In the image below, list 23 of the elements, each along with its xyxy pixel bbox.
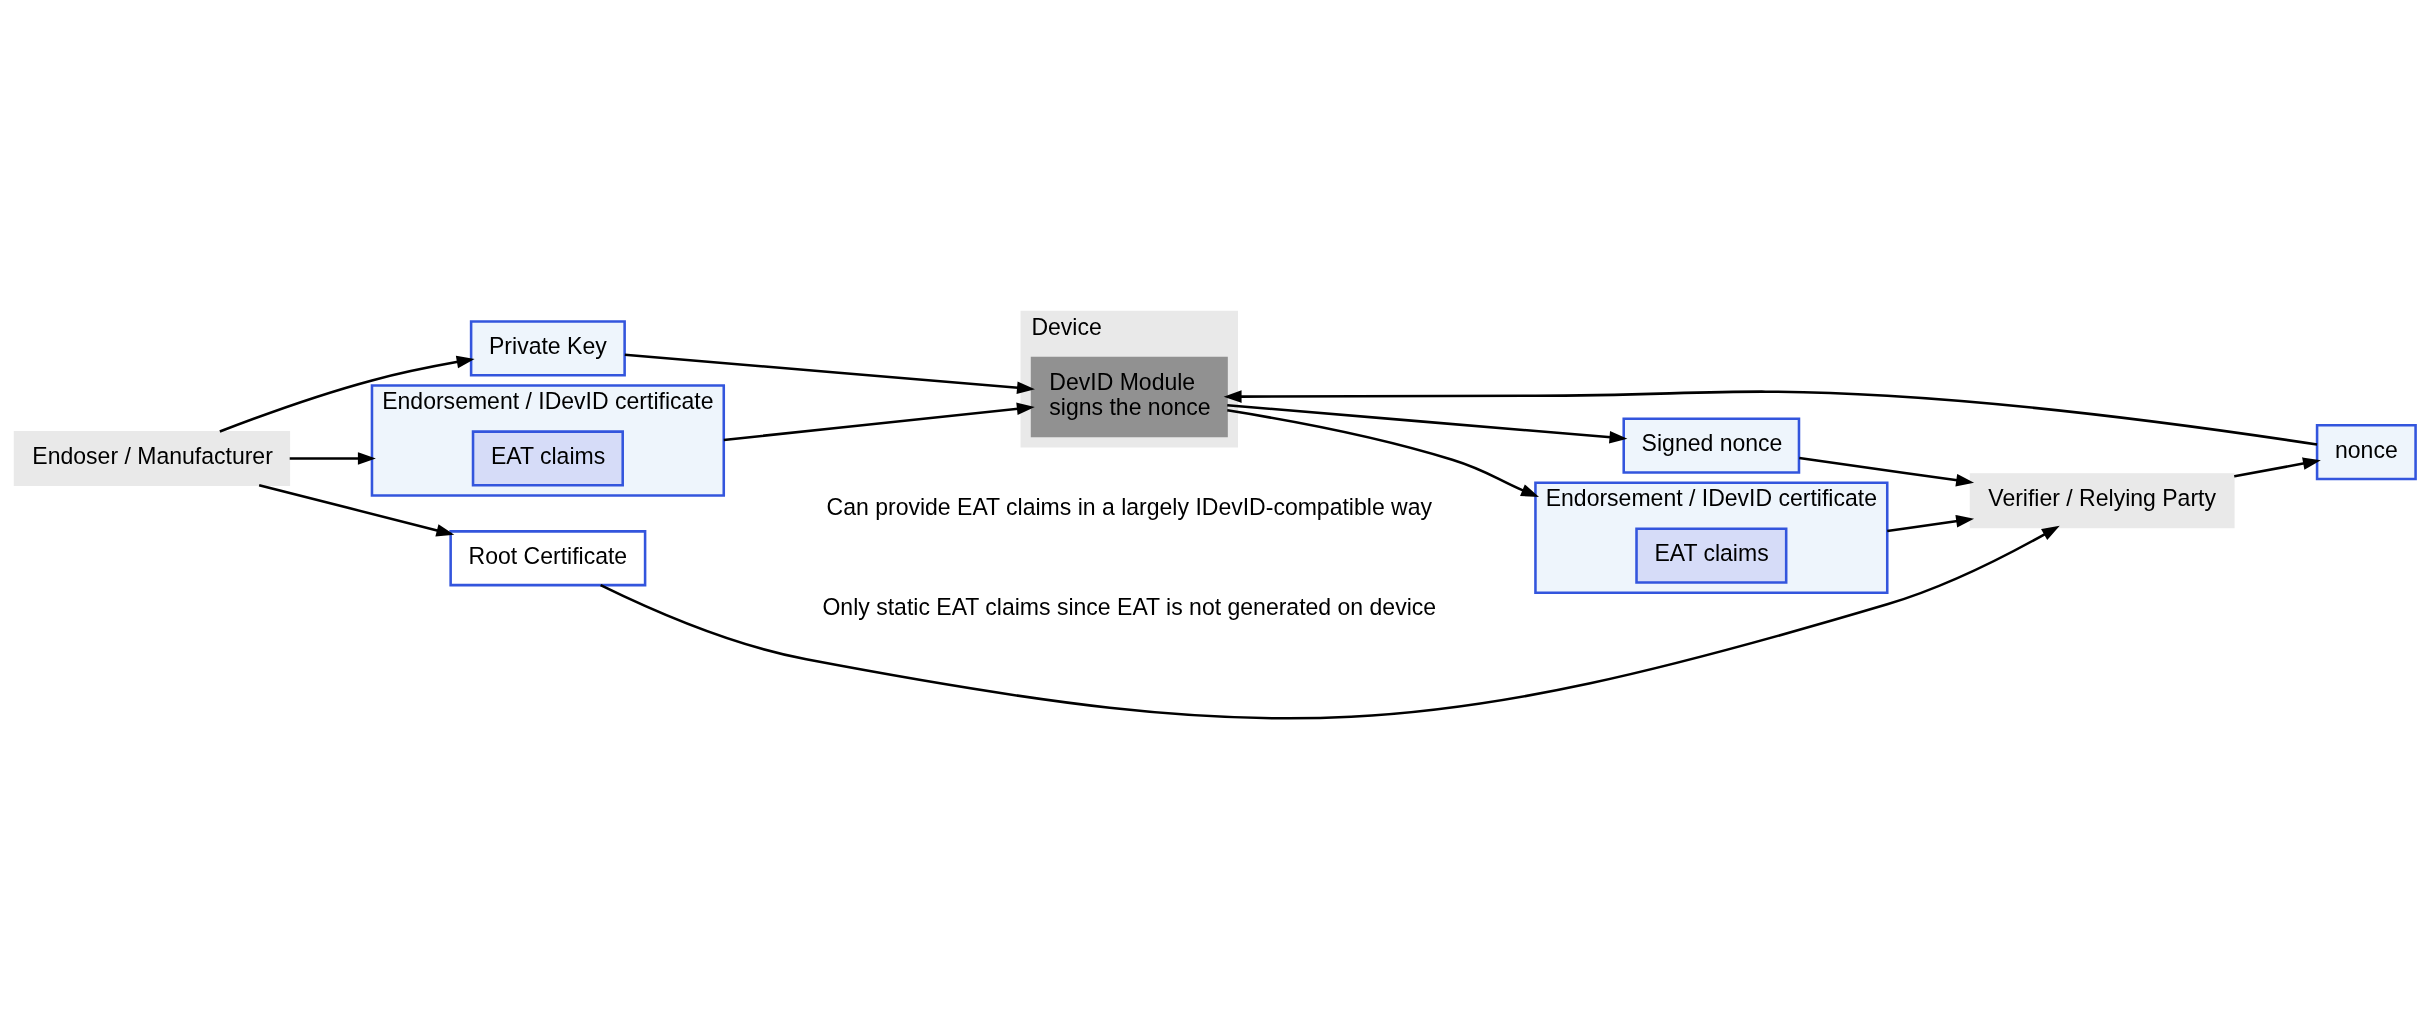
arrow xyxy=(723,402,1035,442)
arrow xyxy=(289,452,376,465)
arrow xyxy=(1799,456,1975,487)
arrow xyxy=(1223,390,2318,446)
arrow xyxy=(1227,409,1540,498)
label: Only static EAT claims since EAT is not generated on device xyxy=(822,594,1437,621)
node-box: Root Certificate xyxy=(449,530,647,587)
label: Can provide EAT claims in a largely IDevID-compatible way xyxy=(826,494,1433,521)
arrow xyxy=(258,484,455,537)
arrow xyxy=(600,525,2060,720)
arrow xyxy=(2234,457,2321,478)
node-box: EAT claims xyxy=(1635,527,1788,584)
node-box: Endoser / Manufacturer xyxy=(13,430,291,486)
node-box: nonce xyxy=(2315,423,2417,481)
node-box: EAT claims xyxy=(471,430,624,487)
arrow xyxy=(1887,514,1975,533)
node-box: Verifier / Relying Party xyxy=(1969,473,2235,529)
node-box: Private Key xyxy=(469,320,626,377)
node-box: Signed nonce xyxy=(1622,417,1801,474)
node-box: DevID Module signs the nonce xyxy=(1030,356,1228,438)
arrow xyxy=(624,353,1035,394)
arrow xyxy=(219,355,475,433)
arrow xyxy=(1227,403,1628,444)
